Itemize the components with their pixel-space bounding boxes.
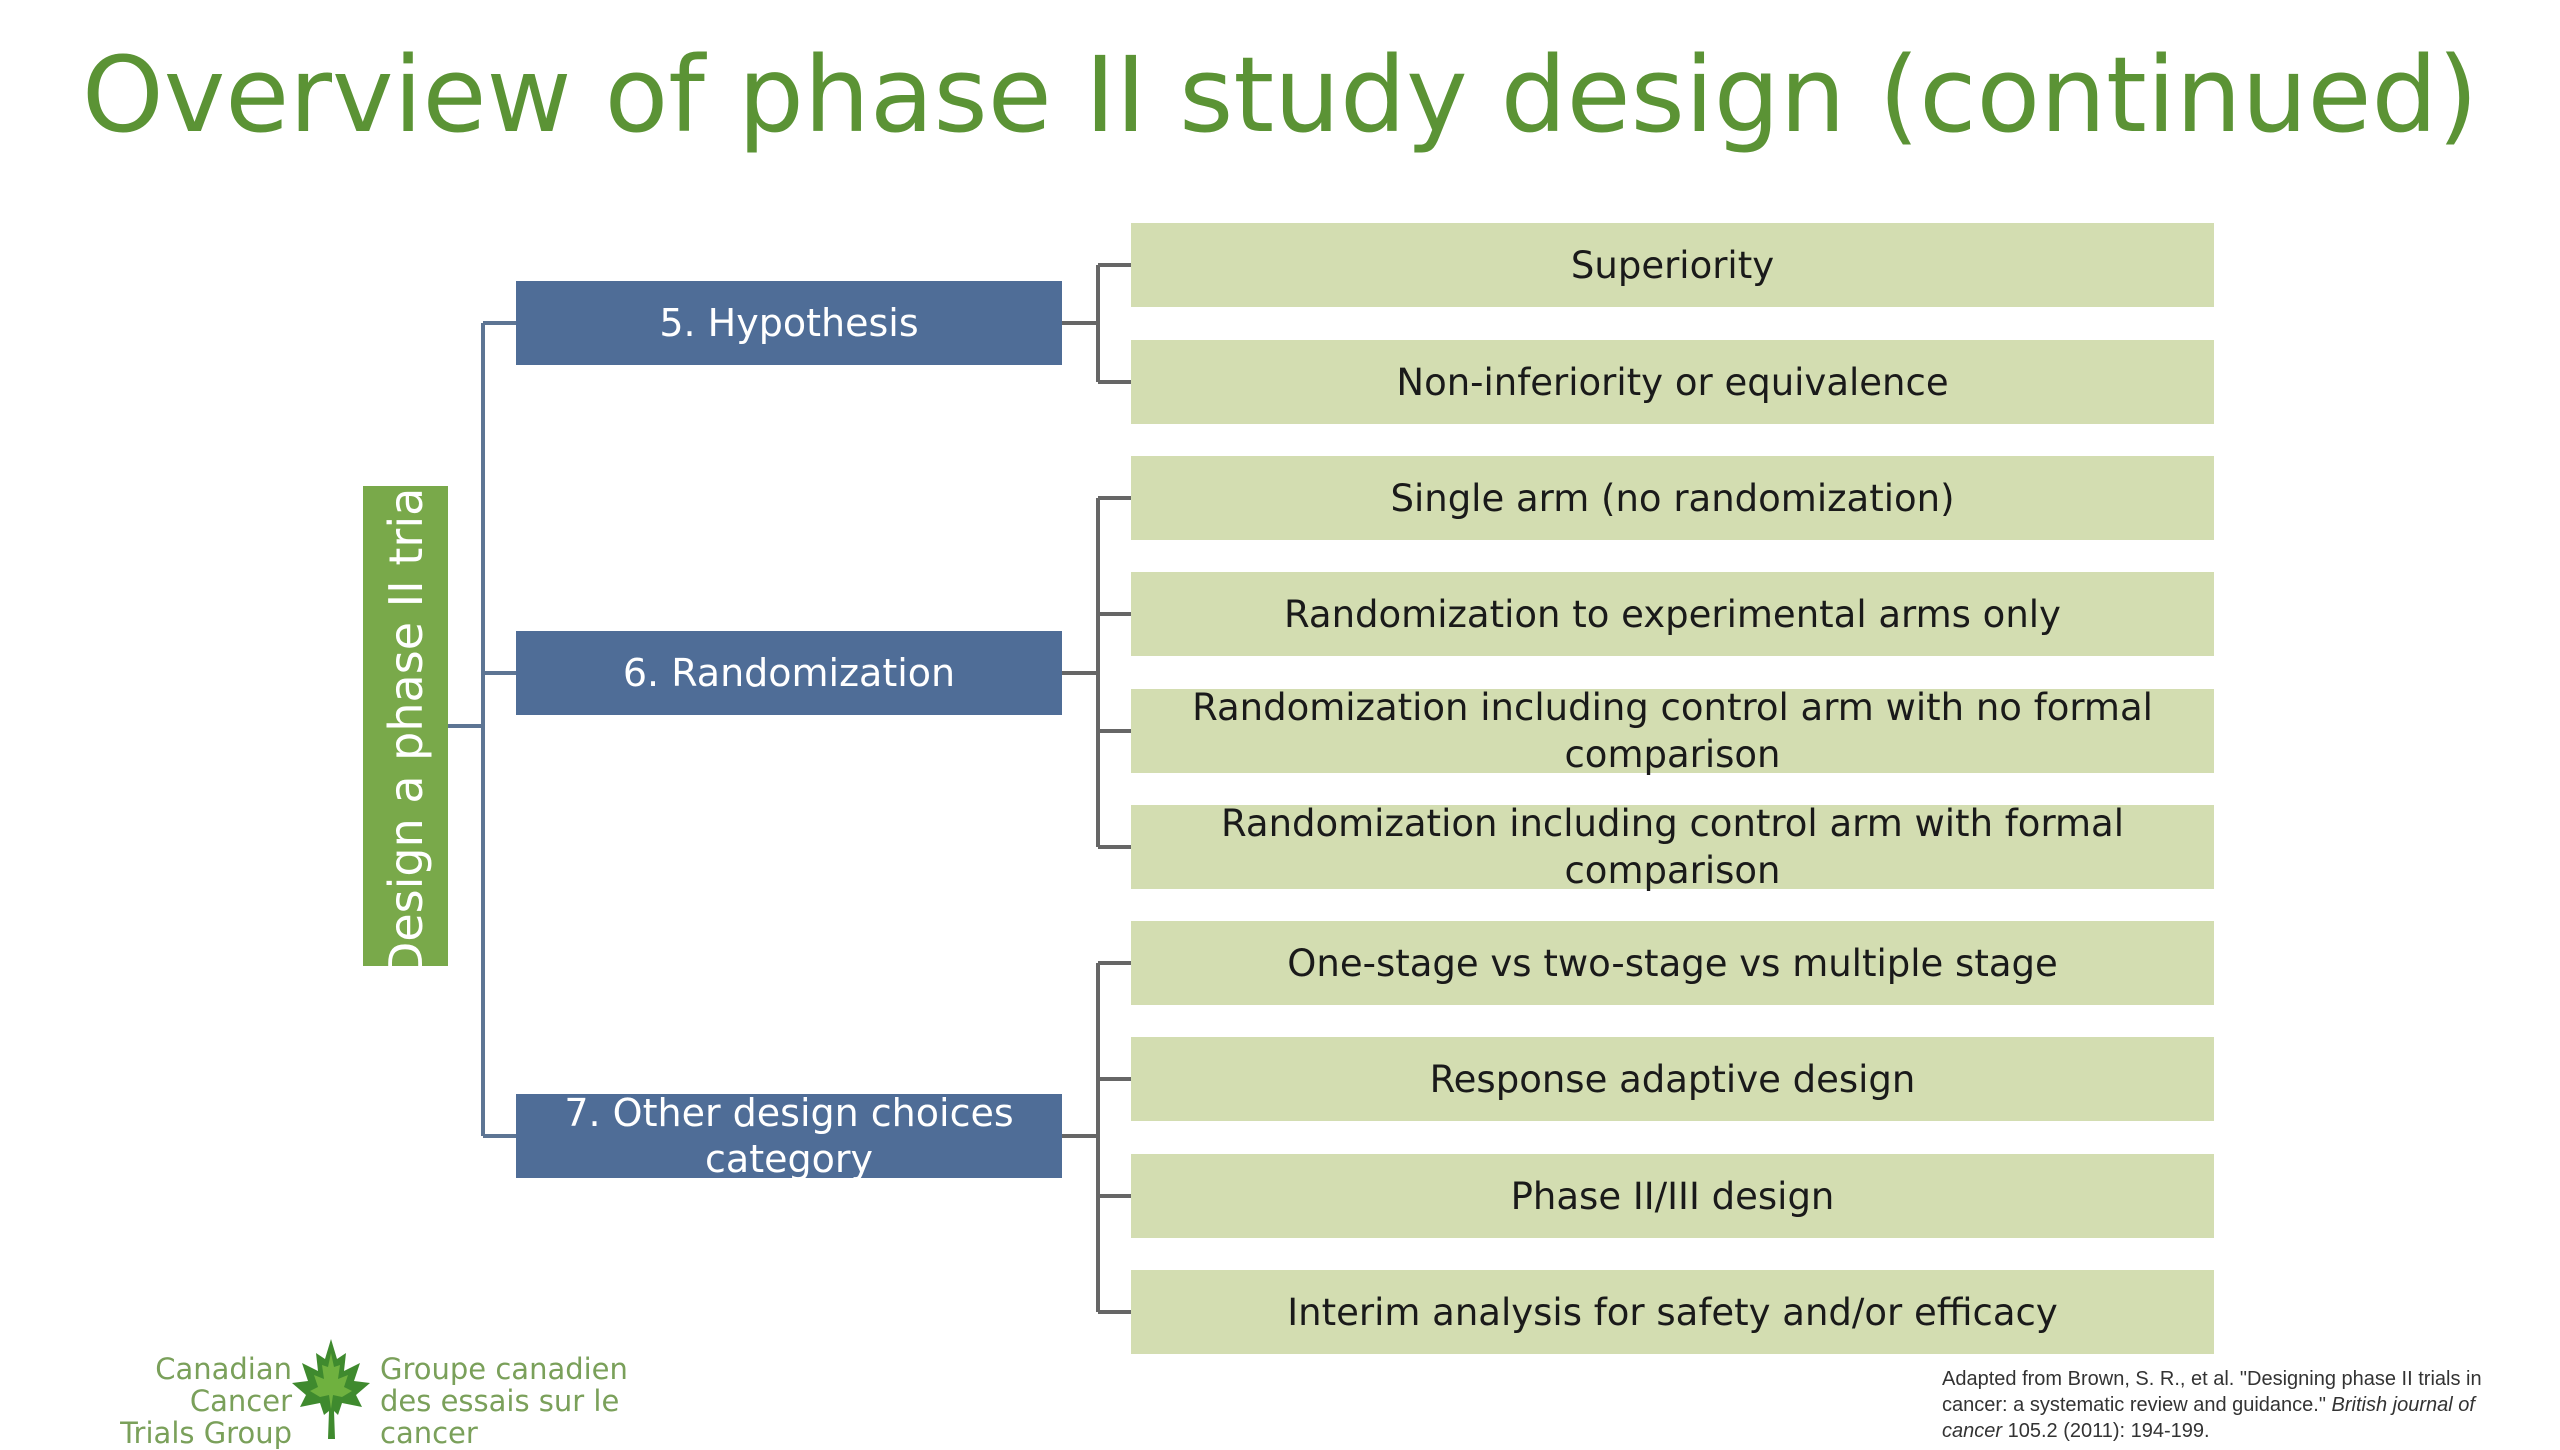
item-interim-analysis: Interim analysis for safety and/or effic… xyxy=(1131,1270,2214,1354)
item-phase-2-3: Phase II/III design xyxy=(1131,1154,2214,1238)
category-node-randomization: 6. Randomization xyxy=(516,631,1062,715)
logo-english-text: Canadian Cancer Trials Group xyxy=(120,1352,292,1450)
item-single-arm: Single arm (no randomization) xyxy=(1131,456,2214,540)
item-stages: One-stage vs two-stage vs multiple stage xyxy=(1131,921,2214,1005)
item-non-inferiority: Non-inferiority or equivalence xyxy=(1131,340,2214,424)
item-superiority: Superiority xyxy=(1131,223,2214,307)
category-node-hypothesis: 5. Hypothesis xyxy=(516,281,1062,365)
root-node: Design a phase II trial xyxy=(363,486,448,966)
page-title: Overview of phase II study design (conti… xyxy=(81,34,2479,156)
item-randomization-control-formal-comparison: Randomization including control arm with… xyxy=(1131,802,2214,892)
category-node-other-design: 7. Other design choices category xyxy=(516,1091,1062,1181)
logo-french-text: Groupe canadien des essais sur le cancer xyxy=(380,1352,628,1450)
root-node-label: Design a phase II trial xyxy=(378,486,433,966)
root-connector xyxy=(448,321,516,1138)
randomization-connector xyxy=(1062,496,1131,849)
item-randomization-experimental: Randomization to experimental arms only xyxy=(1131,572,2214,656)
item-response-adaptive: Response adaptive design xyxy=(1131,1037,2214,1121)
other-connector xyxy=(1062,961,1131,1314)
maple-leaf-icon xyxy=(292,1339,370,1439)
hypothesis-connector xyxy=(1062,263,1131,384)
item-randomization-control-no-comparison: Randomization including control arm with… xyxy=(1131,686,2214,776)
source-citation: Adapted from Brown, S. R., et al. "Desig… xyxy=(1942,1368,2482,1442)
citation-journal: British journal of cancer xyxy=(1942,1394,2475,1442)
organization-logo: Canadian Cancer Trials Group Groupe cana… xyxy=(62,1335,682,1449)
